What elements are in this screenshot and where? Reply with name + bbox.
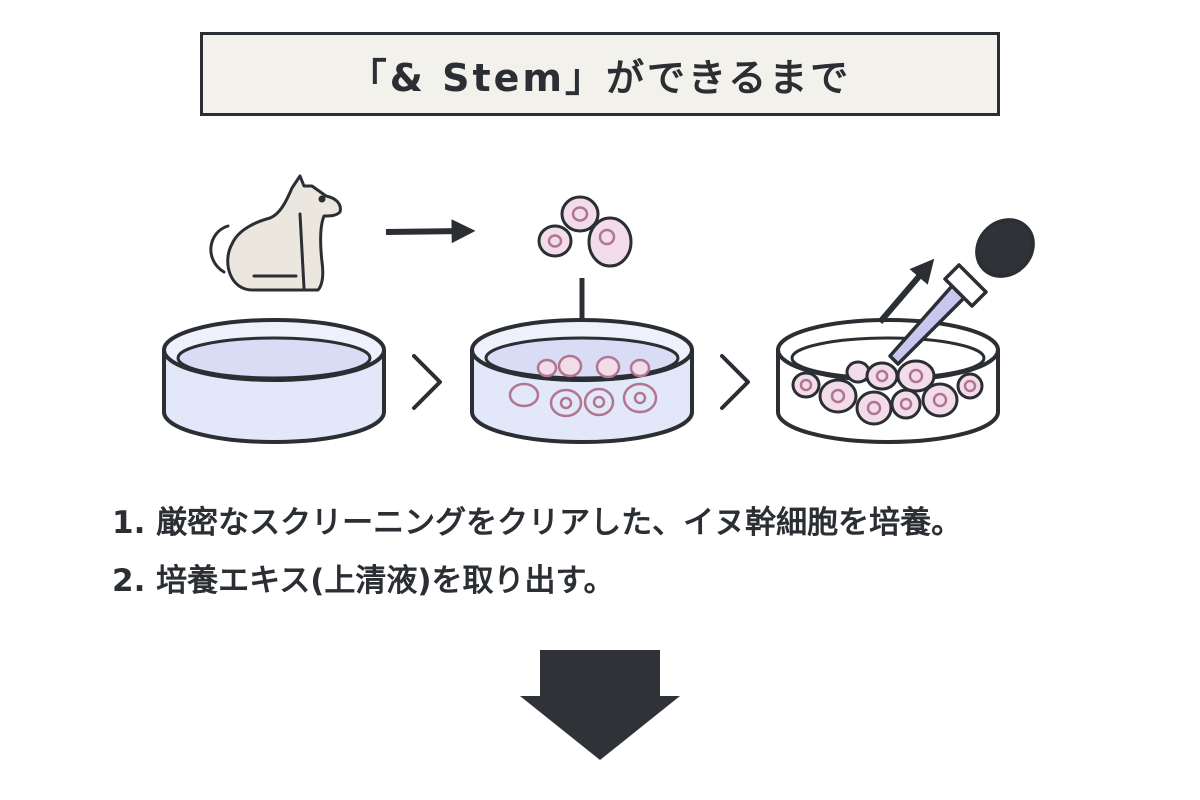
chevron-right-icon: [720, 354, 750, 410]
chevron-right-icon: [412, 354, 442, 410]
petri-dish-icon: [162, 318, 386, 444]
cultured-cells: [791, 359, 984, 426]
down-arrow-icon: [520, 650, 680, 760]
dog-icon: [209, 174, 342, 292]
step-2: 2. 培養エキス(上清液)を取り出す。: [112, 563, 615, 599]
cultured-cells: [508, 354, 658, 418]
extract-up-arrow: [877, 258, 935, 324]
step-1: 1. 厳密なスクリーニングをクリアした、イヌ幹細胞を培養。: [112, 505, 963, 541]
title-banner: 「& Stem」ができるまで: [200, 32, 1000, 116]
extract-arrow: [385, 219, 476, 244]
dropper-icon: [888, 218, 1035, 366]
page-title: 「& Stem」ができるまで: [348, 55, 852, 100]
stem-cell-icon: [537, 195, 633, 268]
steps-list: 1. 厳密なスクリーニングをクリアした、イヌ幹細胞を培養。 2. 培養エキス(上…: [112, 494, 1112, 610]
petri-dish-icon: [470, 318, 694, 444]
process-illustration: [162, 174, 1035, 444]
